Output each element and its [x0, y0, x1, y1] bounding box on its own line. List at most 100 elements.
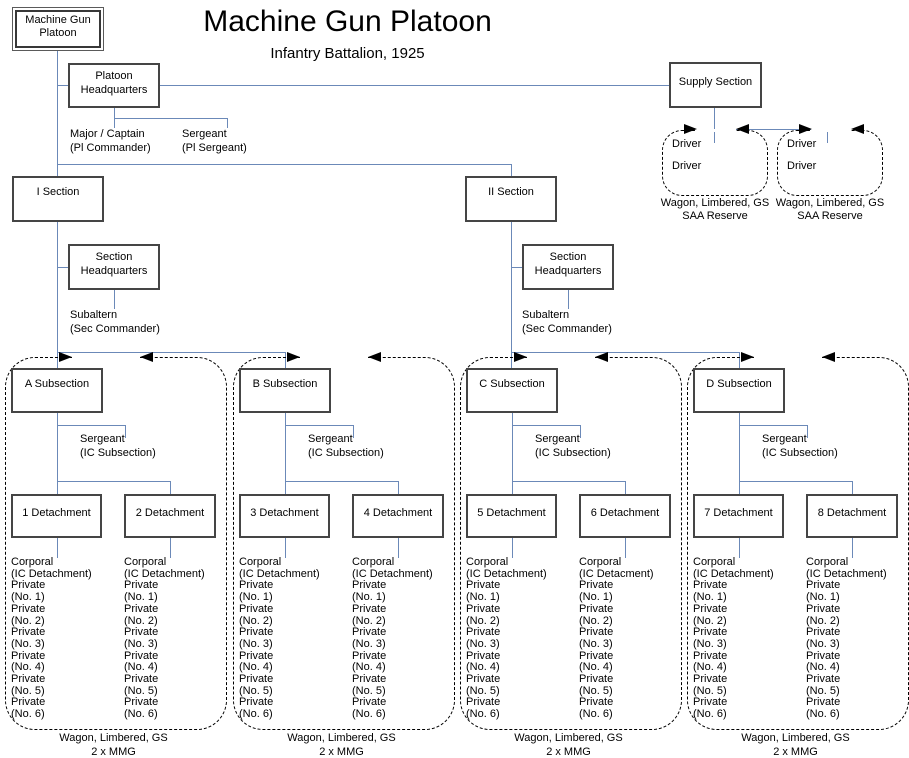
personnel-line: (No. 5): [466, 684, 500, 697]
section-i-box: I Section: [12, 176, 104, 222]
personnel-line: (No. 3): [466, 637, 500, 650]
driver-label: Driver: [672, 138, 702, 150]
personnel-line: Private: [693, 602, 728, 615]
personnel-line: Private: [466, 696, 501, 709]
personnel-line: Corporal: [579, 556, 622, 568]
connector-line: [57, 412, 58, 495]
connector-line: [398, 537, 399, 558]
dash-gap: [754, 356, 822, 359]
page-title: Machine Gun Platoon: [203, 5, 492, 38]
personnel-line: Corporal: [124, 556, 167, 568]
personnel-line: (IC Detachment): [124, 567, 205, 580]
personnel-line: Private: [239, 579, 274, 592]
subsection-box: C Subsection: [466, 368, 558, 413]
subsection-box: B Subsection: [239, 368, 331, 413]
connector-line: [512, 412, 513, 495]
subsection-sergeant-label: Sergeant(IC Subsection): [308, 433, 384, 459]
subsection-group: C Subsection Sergeant(IC Subsection) 5 D…: [455, 345, 682, 758]
personnel-line: Private: [806, 579, 841, 592]
connector-line: [625, 537, 626, 558]
subsection-sergeant-label: Sergeant(IC Subsection): [80, 433, 156, 459]
connector-line: [512, 537, 513, 558]
subsection-caption: Wagon, Limbered, GS 2 x MMG: [682, 732, 909, 758]
personnel-line: (No. 5): [239, 684, 273, 697]
personnel-line: (No. 6): [239, 708, 273, 721]
personnel-line: Corporal: [466, 556, 509, 568]
personnel-line: (No. 2): [693, 614, 727, 627]
personnel-line: Private: [11, 649, 46, 662]
personnel-line: (No. 5): [124, 684, 158, 697]
personnel-line: Private: [11, 579, 46, 592]
connector-line: [285, 412, 286, 495]
wagon-caption: Wagon, Limbered, GS SAA Reserve: [765, 197, 895, 223]
connector-line: [739, 352, 740, 368]
personnel-line: (No. 5): [693, 684, 727, 697]
platoon-commander-label: Major / Captain(Pl Commander): [70, 128, 151, 154]
personnel-line: Private: [124, 649, 159, 662]
personnel-line: (No. 6): [466, 708, 500, 721]
personnel-line: (No. 4): [579, 661, 613, 674]
connector-line: [568, 289, 569, 309]
detachment-box: 5 Detachment: [466, 494, 557, 538]
personnel-line: (IC Detachment): [466, 567, 547, 580]
subsection-group: D Subsection Sergeant(IC Subsection) 7 D…: [682, 345, 909, 758]
wagon-group: Driver Driver Wagon, Limbered, GS SAA Re…: [772, 124, 888, 230]
detachment-box: 2 Detachment: [124, 494, 216, 538]
personnel-line: Private: [806, 673, 841, 686]
personnel-line: (No. 3): [124, 637, 158, 650]
personnel-list: Corporal(IC Detachment)Private(No. 1)Pri…: [693, 556, 774, 721]
personnel-line: (No. 6): [693, 708, 727, 721]
connector-line: [580, 425, 581, 438]
arrow-left-icon: [736, 124, 749, 134]
connector-line: [739, 412, 740, 495]
personnel-line: (No. 6): [352, 708, 386, 721]
personnel-line: Private: [693, 649, 728, 662]
personnel-line: (No. 4): [124, 661, 158, 674]
personnel-line: (No. 6): [11, 708, 45, 721]
arrow-right-icon: [59, 352, 72, 362]
personnel-line: (No. 5): [579, 684, 613, 697]
subsection-sergeant-label: Sergeant(IC Subsection): [535, 433, 611, 459]
subsection-box: A Subsection: [11, 368, 103, 413]
platoon-sergeant-label: Sergeant(Pl Sergeant): [182, 128, 247, 154]
personnel-line: (IC Detachment): [239, 567, 320, 580]
section-ii-box: II Section: [465, 176, 557, 222]
connector-line: [739, 481, 853, 482]
personnel-line: (IC Detacment): [579, 567, 654, 580]
arrow-right-icon: [684, 124, 697, 134]
connector-line: [714, 129, 828, 130]
personnel-line: (No. 4): [11, 661, 45, 674]
connector-line: [57, 267, 68, 268]
arrow-right-icon: [287, 352, 300, 362]
detachment-box: 1 Detachment: [11, 494, 102, 538]
personnel-list: Corporal(IC Detachment)Private(No. 1)Pri…: [806, 556, 887, 721]
connector-line: [807, 425, 808, 438]
personnel-line: Private: [352, 673, 387, 686]
connector-line: [827, 129, 828, 143]
dash-gap: [300, 356, 368, 359]
personnel-line: Private: [579, 602, 614, 615]
personnel-list: Corporal(IC Detacment)Private(No. 1)Priv…: [579, 556, 654, 721]
arrow-left-icon: [822, 352, 835, 362]
personnel-line: (No. 1): [806, 591, 840, 604]
personnel-line: (No. 2): [806, 614, 840, 627]
personnel-line: (No. 3): [806, 637, 840, 650]
connector-line: [625, 481, 626, 494]
arrow-right-icon: [741, 352, 754, 362]
personnel-list: Corporal(IC Detachment)Private(No. 1)Pri…: [124, 556, 205, 721]
section-i-commander-label: Subaltern(Sec Commander): [70, 309, 160, 335]
personnel-line: Corporal: [239, 556, 282, 568]
connector-line: [57, 164, 512, 165]
personnel-line: Private: [693, 673, 728, 686]
connector-line: [114, 107, 115, 128]
personnel-line: Private: [579, 696, 614, 709]
connector-line: [57, 352, 286, 353]
personnel-line: Corporal: [693, 556, 736, 568]
connector-line: [170, 481, 171, 494]
connector-line: [852, 537, 853, 558]
personnel-line: (No. 2): [466, 614, 500, 627]
personnel-line: (No. 3): [239, 637, 273, 650]
personnel-line: Private: [124, 626, 159, 639]
